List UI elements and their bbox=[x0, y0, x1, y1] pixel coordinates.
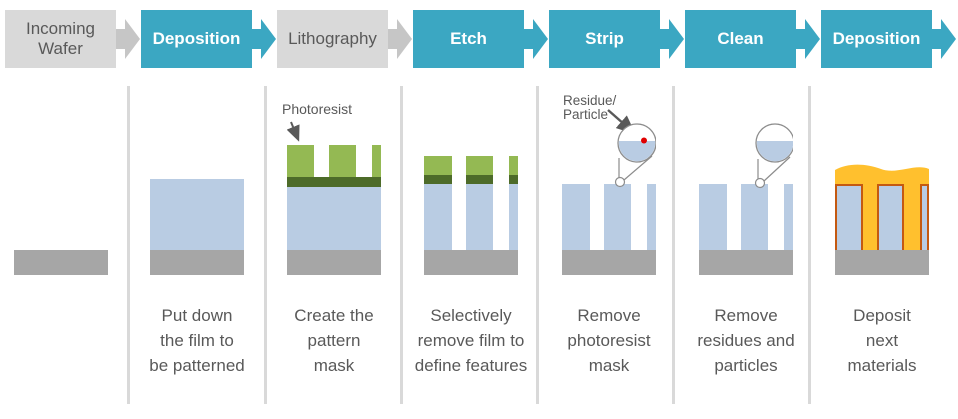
diagram-deposition-next bbox=[835, 88, 929, 288]
column-divider bbox=[536, 86, 539, 404]
etched-film-pillar bbox=[424, 184, 452, 250]
photoresist-block bbox=[424, 156, 452, 175]
wafer-substrate bbox=[562, 250, 656, 275]
column-divider bbox=[808, 86, 811, 404]
step-description-lithography: Create the pattern mask bbox=[266, 303, 402, 378]
flow-step-incoming-wafer: Incoming Wafer bbox=[5, 10, 116, 68]
description-line: remove film to bbox=[417, 331, 525, 350]
exposed-resist-layer bbox=[509, 175, 518, 184]
description-line: the film to bbox=[160, 331, 234, 350]
flow-arrow-icon bbox=[116, 19, 140, 59]
wafer-substrate bbox=[699, 250, 793, 275]
description-line: Create the bbox=[294, 306, 374, 325]
lined-film-pillar bbox=[920, 184, 929, 251]
description-line: mask bbox=[588, 356, 630, 375]
residue-label-line2: Particle bbox=[563, 107, 609, 122]
etched-film-pillar bbox=[509, 184, 518, 250]
description-line: particles bbox=[714, 356, 778, 375]
photoresist-label: Photoresist bbox=[282, 101, 353, 117]
annotation-arrow-icon bbox=[287, 121, 300, 142]
column-divider bbox=[400, 86, 403, 404]
flow-arrow-icon bbox=[932, 19, 956, 59]
residue-label-line1: Residue/ bbox=[563, 93, 617, 108]
flow-arrow-icon bbox=[524, 19, 548, 59]
next-material-fill bbox=[835, 164, 929, 251]
description-line: be patterned bbox=[149, 356, 245, 375]
etched-film-pillar bbox=[604, 184, 631, 250]
description-line: Put down bbox=[161, 306, 233, 325]
step-description-deposition-next: Deposit next materials bbox=[814, 303, 950, 378]
residue-particle-label: Residue/ Particle bbox=[563, 94, 616, 122]
description-line: residues and bbox=[697, 331, 795, 350]
column-divider bbox=[672, 86, 675, 404]
description-line: pattern bbox=[307, 331, 361, 350]
flow-step-label: Etch bbox=[450, 28, 487, 48]
wafer-substrate bbox=[150, 250, 244, 275]
description-line: Remove bbox=[714, 306, 778, 325]
etched-film-pillar bbox=[647, 184, 656, 250]
inspection-magnifier-icon bbox=[754, 123, 793, 189]
flow-step-label: Incoming Wafer bbox=[26, 18, 95, 58]
flow-step-label: Deposition bbox=[832, 28, 921, 48]
flow-arrow-icon bbox=[388, 19, 412, 59]
description-line: next bbox=[865, 331, 899, 350]
step-description-clean: Remove residues and particles bbox=[678, 303, 814, 378]
diagram-incoming-wafer bbox=[14, 88, 108, 288]
column-divider bbox=[264, 86, 267, 404]
exposed-resist-layer bbox=[424, 175, 452, 184]
diagram-lithography: Photoresist bbox=[282, 88, 381, 288]
inspection-magnifier-icon bbox=[607, 109, 656, 188]
flow-step-deposition-2: Deposition bbox=[821, 10, 932, 68]
photoresist-block bbox=[287, 145, 314, 177]
wafer-substrate bbox=[287, 250, 381, 275]
photoresist-block bbox=[466, 156, 493, 175]
description-line: define features bbox=[414, 356, 528, 375]
diagram-strip: Residue/ Particle bbox=[562, 88, 656, 288]
etched-film-pillar bbox=[699, 184, 727, 250]
etched-film-pillar bbox=[741, 184, 768, 250]
description-line: Selectively bbox=[430, 306, 512, 325]
flow-step-strip: Strip bbox=[549, 10, 660, 68]
particle-dot-icon bbox=[641, 137, 647, 144]
wafer-substrate bbox=[14, 250, 108, 275]
column-divider bbox=[127, 86, 130, 404]
photoresist-block bbox=[509, 156, 518, 175]
flow-step-label: Strip bbox=[585, 28, 624, 48]
flow-step-deposition-1: Deposition bbox=[141, 10, 252, 68]
flow-arrow-icon bbox=[660, 19, 684, 59]
etched-film-pillar bbox=[466, 184, 493, 250]
flow-arrow-icon bbox=[252, 19, 276, 59]
deposited-film bbox=[287, 187, 381, 250]
photoresist-block bbox=[372, 145, 381, 177]
step-description-etch: Selectively remove film to define featur… bbox=[403, 303, 539, 378]
exposed-resist-layer bbox=[287, 177, 381, 187]
lined-film-pillar bbox=[877, 184, 904, 251]
description-line: materials bbox=[847, 356, 917, 375]
diagram-etch bbox=[424, 88, 518, 288]
flow-arrow-icon bbox=[796, 19, 820, 59]
etched-film-pillar bbox=[784, 184, 793, 250]
step-description-deposition: Put down the film to be patterned bbox=[129, 303, 265, 378]
flow-step-label: Clean bbox=[717, 28, 764, 48]
deposited-film bbox=[150, 179, 244, 250]
flow-step-lithography: Lithography bbox=[277, 10, 388, 68]
lined-film-pillar bbox=[835, 184, 863, 251]
exposed-resist-layer bbox=[466, 175, 493, 184]
flow-step-etch: Etch bbox=[413, 10, 524, 68]
flow-step-label: Deposition bbox=[152, 28, 241, 48]
wafer-substrate bbox=[835, 250, 929, 275]
photoresist-block bbox=[329, 145, 356, 177]
flow-step-clean: Clean bbox=[685, 10, 796, 68]
diagram-deposition bbox=[150, 88, 244, 288]
etched-film-pillar bbox=[562, 184, 590, 250]
description-line: Remove bbox=[577, 306, 641, 325]
description-line: Deposit bbox=[853, 306, 911, 325]
flow-step-label: Lithography bbox=[288, 28, 377, 48]
step-description-strip: Remove photoresist mask bbox=[541, 303, 677, 378]
description-line: photoresist bbox=[567, 331, 651, 350]
diagram-clean bbox=[699, 88, 793, 288]
description-line: mask bbox=[313, 356, 355, 375]
wafer-substrate bbox=[424, 250, 518, 275]
